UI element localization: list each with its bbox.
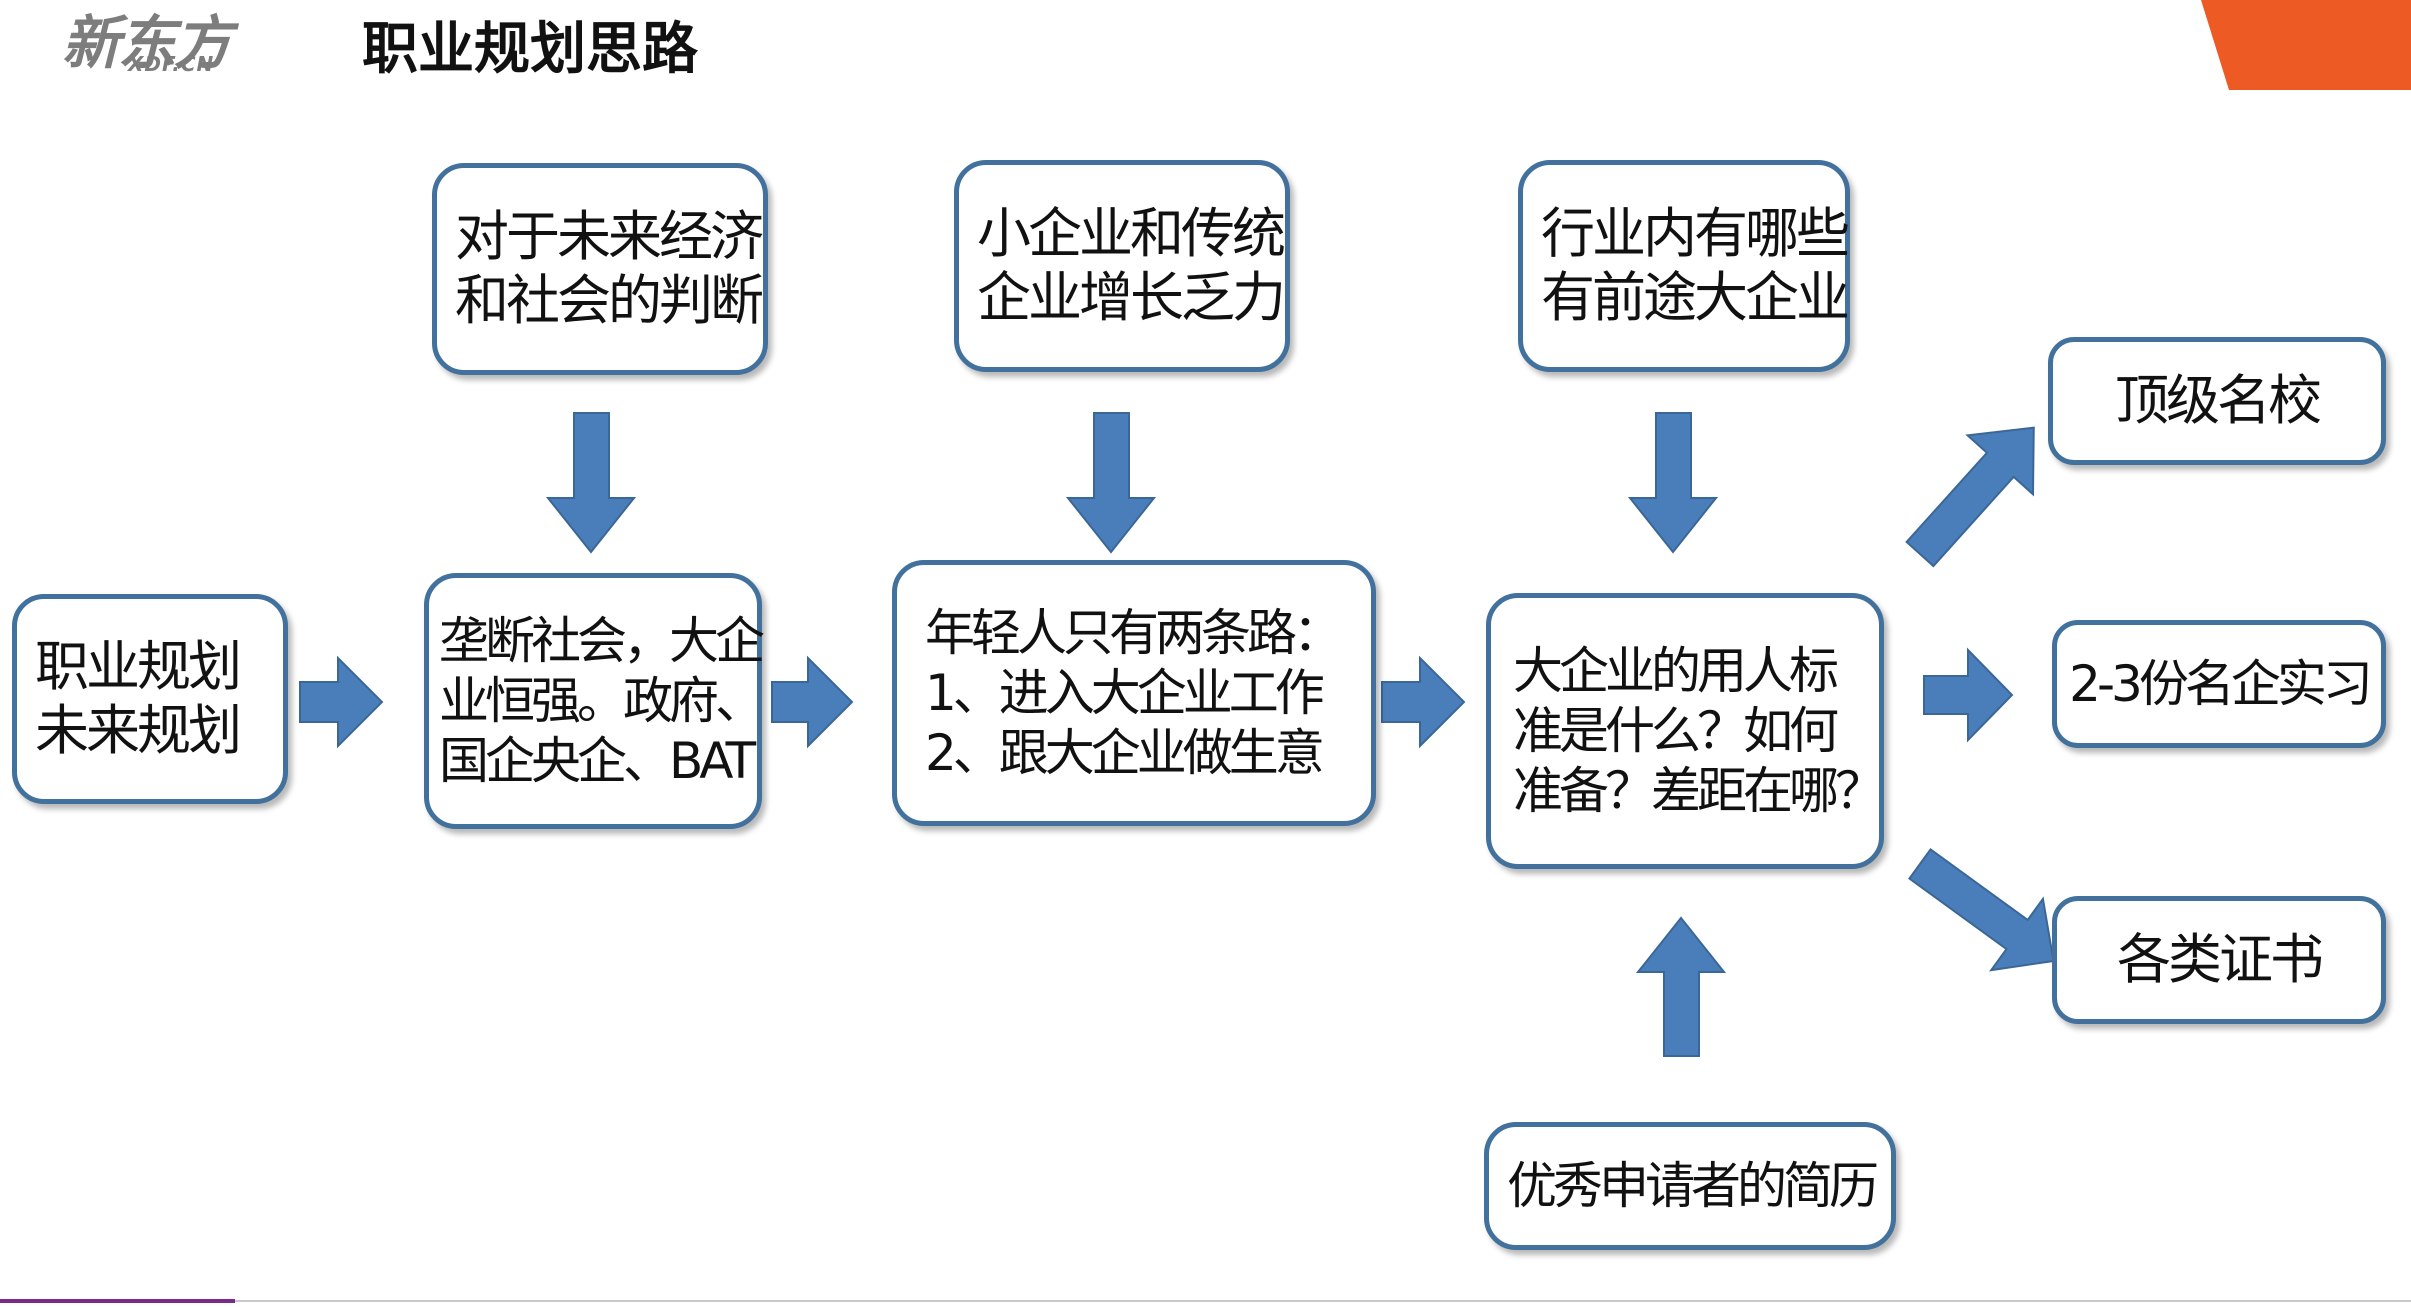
logo-wordmark: 新东方	[62, 9, 232, 77]
page-title: 职业规划思路	[362, 17, 698, 82]
node-certificates: 各类证书	[2052, 896, 2386, 1024]
arrow-right-paths-to-standards	[1381, 655, 1466, 749]
node-career-plan-line-2: 未来规划	[35, 699, 242, 762]
node-standards-line-2: 准是什么？如何	[1513, 702, 1839, 760]
node-standards-line-1: 大企业的用人标	[1513, 642, 1839, 700]
node-career-plan-line-1: 职业规划	[35, 635, 242, 698]
xdf-logo: 新东方 XDF.CN	[56, 0, 256, 80]
node-monopoly-line-1: 垄断社会，大企	[439, 612, 765, 670]
arrow-down-judgement-to-monopoly	[545, 412, 637, 554]
node-small-business: 小企业和传统 企业增长乏力	[954, 160, 1290, 372]
node-monopoly-line-3: 国企央企、BAT	[439, 732, 756, 790]
node-internships: 2-3份名企实习	[2052, 620, 2386, 748]
node-internships-label: 2-3份名企实习	[2069, 655, 2373, 713]
node-two-paths-line-3: 2、跟大企业做生意	[925, 724, 1325, 782]
node-career-plan: 职业规划 未来规划	[12, 594, 288, 804]
node-top-school-label: 顶级名校	[2115, 369, 2322, 432]
arrow-right-start-to-monopoly	[299, 655, 384, 749]
logo-domain: XDF.CN	[128, 52, 215, 76]
node-economy-judgement-line-1: 对于未来经济	[455, 205, 764, 268]
arrow-down-smallbiz-to-paths	[1065, 412, 1157, 554]
node-monopoly-line-2: 业恒强。政府、	[439, 672, 765, 730]
footer-divider	[0, 1300, 2411, 1302]
arrow-down-industry-to-standards	[1627, 412, 1719, 554]
arrow-right-standards-to-internship	[1923, 647, 2014, 743]
node-resume-label: 优秀申请者的简历	[1507, 1157, 1879, 1215]
node-two-paths-line-1: 年轻人只有两条路：	[925, 604, 1343, 662]
footer-accent-bar	[0, 1299, 235, 1303]
arrow-diag-standards-to-topschool	[1905, 426, 2035, 568]
node-certificates-label: 各类证书	[2117, 928, 2324, 991]
arrow-diag-standards-to-certificates	[1908, 848, 2055, 972]
arrow-up-resume-to-standards	[1635, 916, 1727, 1057]
corner-accent-shape	[2201, 0, 2411, 90]
node-industry-line-1: 行业内有哪些	[1541, 202, 1850, 265]
node-economy-judgement: 对于未来经济 和社会的判断	[432, 163, 768, 375]
node-industry-companies: 行业内有哪些 有前途大企业	[1518, 160, 1850, 372]
node-top-school: 顶级名校	[2048, 337, 2386, 465]
node-two-paths-line-2: 1、进入大企业工作	[925, 664, 1325, 722]
node-small-business-line-2: 企业增长乏力	[977, 266, 1286, 329]
node-standards-line-3: 准备？差距在哪？	[1513, 762, 1885, 820]
node-monopoly-society: 垄断社会，大企 业恒强。政府、 国企央企、BAT	[424, 573, 765, 829]
arrow-right-monopoly-to-paths	[771, 655, 854, 749]
node-industry-line-2: 有前途大企业	[1541, 266, 1850, 329]
node-hiring-standards: 大企业的用人标 准是什么？如何 准备？差距在哪？	[1486, 593, 1885, 869]
node-excellent-resume: 优秀申请者的简历	[1484, 1122, 1896, 1250]
node-small-business-line-1: 小企业和传统	[977, 202, 1286, 265]
node-two-paths: 年轻人只有两条路： 1、进入大企业工作 2、跟大企业做生意	[892, 560, 1376, 826]
node-economy-judgement-line-2: 和社会的判断	[455, 269, 764, 332]
